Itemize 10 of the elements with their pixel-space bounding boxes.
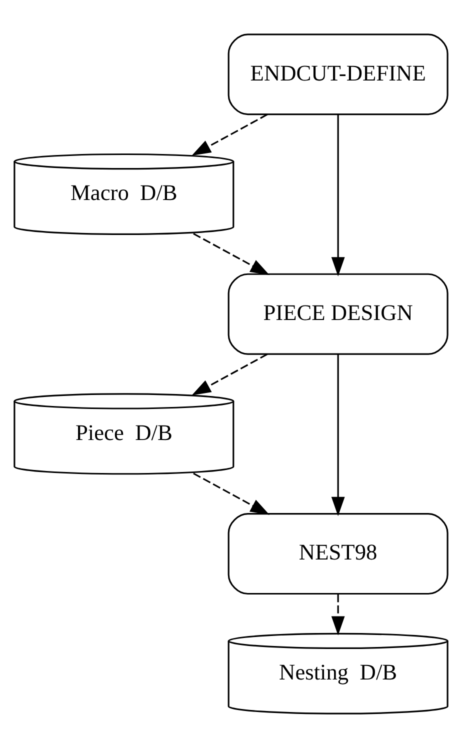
node-box: PIECE DESIGN	[228, 272, 448, 354]
arrow	[192, 113, 268, 156]
node-box: NEST98	[228, 512, 448, 594]
node-box: ENDCUT-DEFINE	[228, 33, 448, 115]
arrow	[192, 353, 268, 395]
arrow	[331, 354, 345, 516]
arrow	[331, 594, 345, 635]
arrow	[193, 232, 270, 275]
arrow	[331, 114, 345, 276]
arrow	[193, 472, 270, 514]
